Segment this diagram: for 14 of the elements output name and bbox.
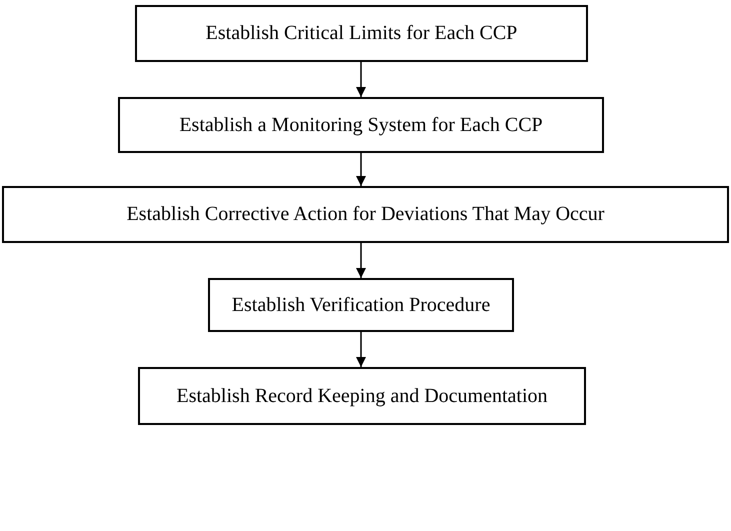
process-box: [208, 278, 514, 332]
arrow: [356, 243, 366, 278]
arrow: [356, 62, 366, 97]
process-box: [118, 97, 604, 153]
arrow: [356, 332, 366, 367]
step-text: Establish Verification Procedure: [232, 294, 490, 316]
step-text: Establish a Monitoring System for Each CCP: [179, 114, 543, 136]
process-box: [135, 5, 588, 62]
step-text: Establish Corrective Action for Deviations That May Occur: [126, 203, 604, 226]
process-box: [2, 186, 729, 243]
process-box: [138, 367, 586, 425]
step-text: Establish Critical Limits for Each CCP: [206, 22, 518, 45]
step-text: Establish Record Keeping and Documentation: [176, 384, 548, 408]
arrow: [356, 153, 366, 186]
